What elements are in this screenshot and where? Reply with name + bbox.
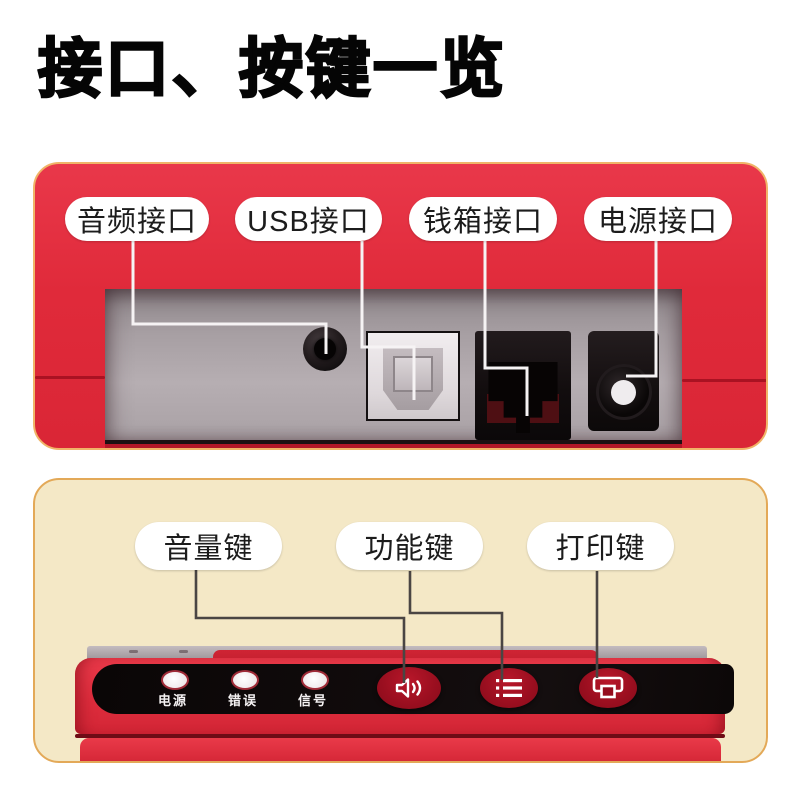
power-led — [161, 670, 189, 690]
body-seam-right — [682, 379, 766, 382]
audio-jack-port — [303, 327, 347, 371]
page-title: 接口、按键一览 — [37, 32, 507, 107]
logo-mark — [129, 650, 138, 653]
label-cash-drawer-port: 钱箱接口 — [409, 197, 557, 241]
error-led-label: 错误 — [227, 693, 258, 708]
ports-card: 音频接口 USB接口 钱箱接口 电源接口 — [33, 162, 768, 450]
usb-b-contact — [393, 356, 433, 392]
menu-list-icon — [496, 679, 522, 697]
usb-b-port — [366, 331, 460, 421]
label-print-key: 打印键 — [527, 522, 674, 570]
logo-mark — [179, 650, 188, 653]
power-led-label: 电源 — [157, 693, 188, 708]
error-led — [231, 670, 259, 690]
function-key — [480, 668, 538, 708]
label-function-key: 功能键 — [336, 522, 483, 570]
dc-power-port — [588, 331, 659, 431]
print-key — [579, 668, 637, 708]
volume-key — [377, 667, 441, 709]
speaker-volume-icon — [395, 678, 422, 698]
signal-led-label: 信号 — [297, 693, 328, 708]
panel-shadow — [105, 440, 682, 444]
label-audio-port: 音频接口 — [65, 197, 209, 241]
label-power-port: 电源接口 — [584, 197, 732, 241]
printer-base — [80, 738, 721, 761]
label-volume-key: 音量键 — [135, 522, 282, 570]
label-usb-port: USB接口 — [235, 197, 382, 241]
body-seam-left — [35, 376, 105, 379]
rj11-slot — [488, 361, 558, 434]
panel-red-lip — [105, 444, 682, 448]
printer-seam — [75, 734, 725, 738]
usb-b-opening — [383, 348, 443, 410]
keys-card: 电源 错误 信号 — [33, 478, 768, 763]
signal-led — [301, 670, 329, 690]
dc-center-pin — [611, 379, 636, 405]
cash-drawer-rj11-port — [475, 331, 571, 440]
dc-barrel-ring — [595, 364, 652, 420]
printer-icon — [592, 676, 624, 699]
audio-jack-hole — [314, 338, 336, 360]
